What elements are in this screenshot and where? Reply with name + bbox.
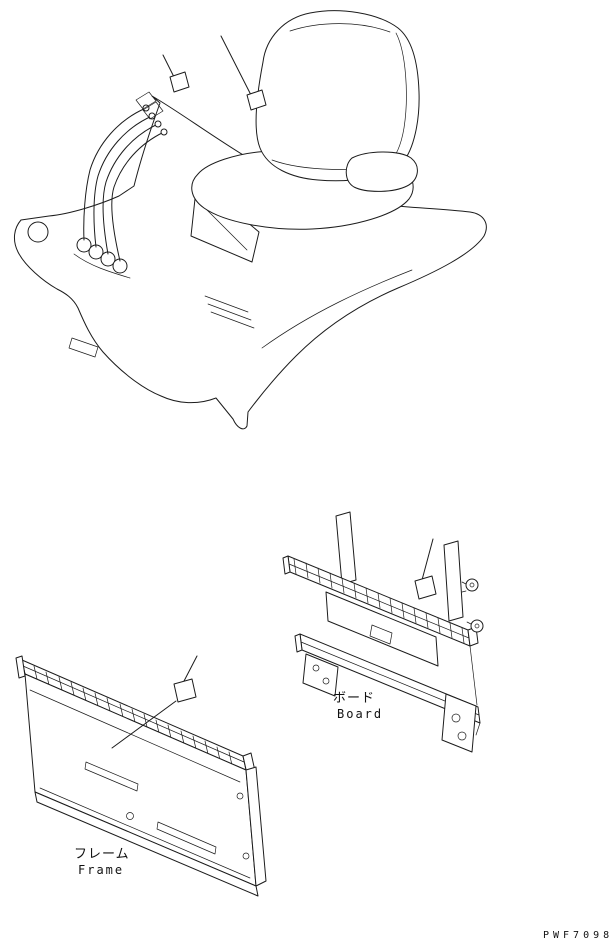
rail-end-cap [282, 555, 291, 575]
panel-hook [369, 624, 393, 645]
frame-slot [84, 761, 139, 792]
rail-end-cap [15, 655, 26, 679]
fender-hole [27, 221, 49, 243]
callout-tag [414, 575, 437, 600]
frame-hole [126, 812, 134, 820]
frame-slot [156, 821, 217, 855]
frame-label-jp: フレーム [74, 847, 130, 862]
callout-tag [169, 71, 190, 93]
fender-crease [261, 269, 413, 349]
board-rail-ticks [293, 558, 465, 644]
frame-hole [242, 852, 250, 860]
hose-clamp-plate [142, 101, 164, 120]
board-rollers [461, 578, 484, 633]
leader-line [162, 54, 175, 78]
seat-armrest [345, 151, 418, 192]
board-tab [335, 511, 357, 585]
hydraulic-hoses [83, 91, 168, 262]
frame-hole [236, 792, 244, 800]
board-tab [443, 540, 464, 622]
frame-inner-border [29, 689, 251, 879]
callout-tag [173, 678, 197, 703]
seat-assembly-figure [13, 10, 487, 430]
seat-backrest [255, 10, 420, 182]
frame-bottom-edge [34, 791, 259, 897]
frame-right-side [245, 766, 267, 887]
callout-tag [246, 89, 267, 111]
fender-plate [68, 337, 99, 358]
leader-line [220, 35, 253, 98]
board-label-jp: ボード [333, 691, 375, 706]
seat-callouts [162, 35, 267, 111]
drawing-code: PWF7098 [543, 930, 613, 941]
board-figure: ボード Board [282, 511, 484, 753]
hose-fitting [160, 128, 168, 136]
frame-label-en: Frame [78, 863, 124, 877]
board-left-bracket [302, 653, 339, 697]
frame-figure: フレーム Frame [15, 655, 267, 897]
leader-line [111, 700, 177, 749]
hose-fitting [154, 120, 162, 128]
valve-block [73, 237, 131, 279]
leader-line [421, 538, 434, 581]
bracket-hatch-lines [204, 295, 255, 329]
rail-end-cap [294, 633, 303, 653]
fender-platform-outline [13, 95, 487, 430]
frame-face [24, 673, 257, 887]
leader-line [182, 655, 198, 684]
board-label-en: Board [337, 707, 383, 721]
hose-clamp-plate [135, 91, 157, 110]
board-right-plate [441, 693, 481, 753]
